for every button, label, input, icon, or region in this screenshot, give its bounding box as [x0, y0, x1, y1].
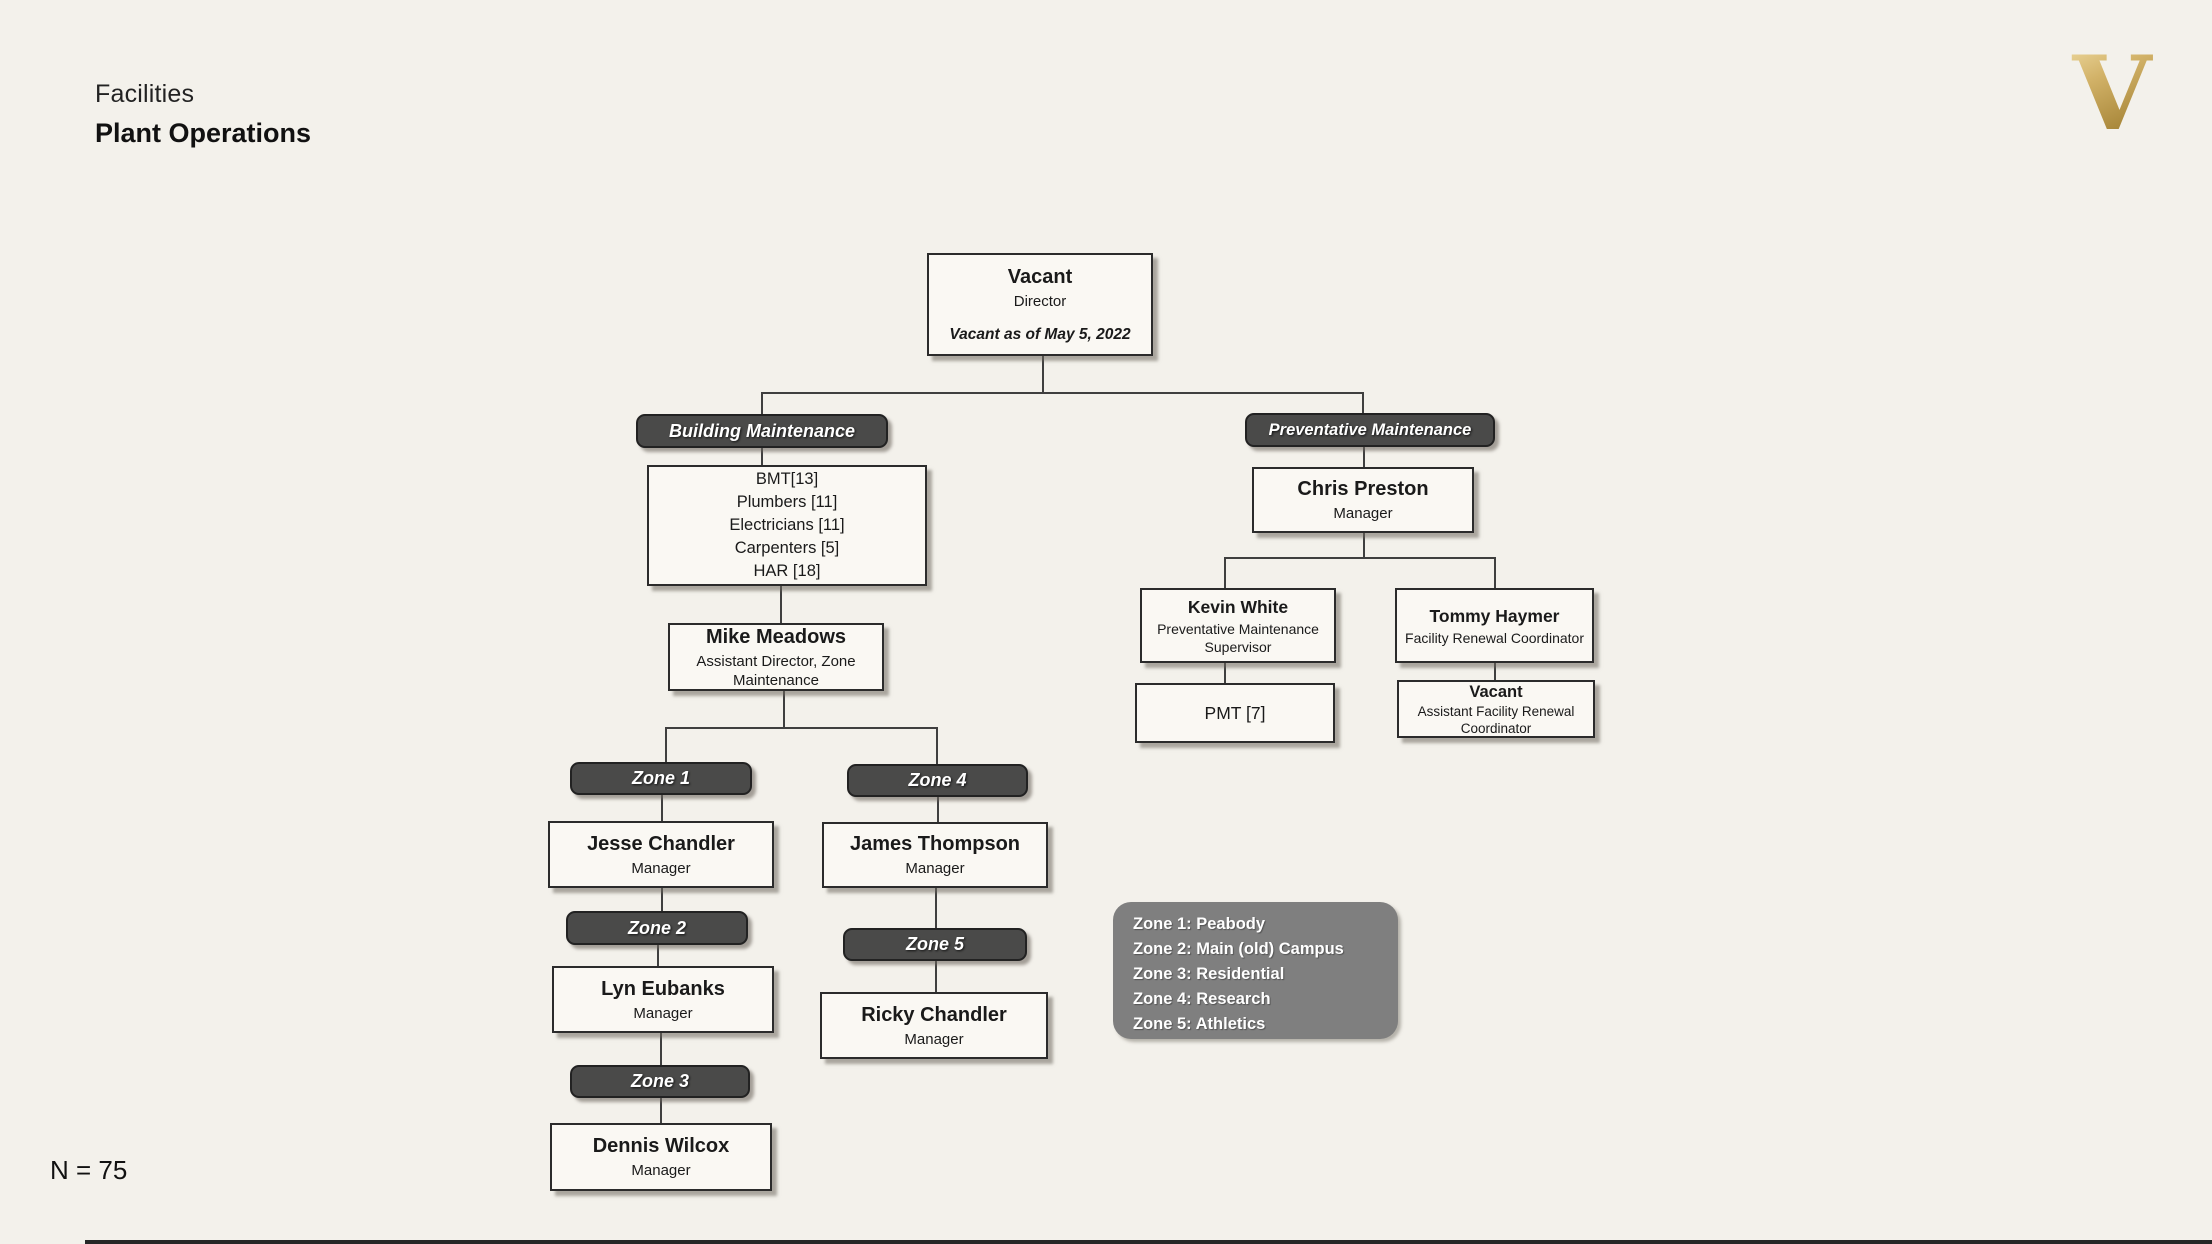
director-node: Vacant Director Vacant as of May 5, 2022 — [927, 253, 1153, 356]
zone-legend: Zone 1: Peabody Zone 2: Main (old) Campu… — [1113, 902, 1398, 1039]
zone5-manager-title: Manager — [904, 1030, 964, 1048]
department-title: Facilities — [95, 80, 195, 108]
connector-line — [665, 727, 938, 729]
page-title: Plant Operations — [95, 118, 312, 148]
pm-manager-node: Chris Preston Manager — [1252, 467, 1474, 533]
zone5-pill: Zone 5 — [843, 928, 1027, 961]
zone2-manager-name: Lyn Eubanks — [601, 977, 725, 1000]
connector-line — [1224, 662, 1226, 684]
pmt-node: PMT [7] — [1135, 683, 1335, 743]
zone2-manager-title: Manager — [633, 1004, 693, 1022]
vanderbilt-logo-icon: V — [2052, 40, 2172, 150]
connector-line — [660, 1097, 662, 1124]
pm-manager-name: Chris Preston — [1297, 478, 1429, 500]
staff-group-carpenters: Carpenters [5] — [734, 539, 840, 557]
branch-label: Preventative Maintenance — [1268, 420, 1472, 439]
connector-line — [761, 392, 1364, 394]
zone3-manager-node: Dennis Wilcox Manager — [550, 1123, 772, 1191]
branch-pill-building-maintenance: Building Maintenance — [636, 414, 888, 448]
zone1-pill: Zone 1 — [570, 762, 752, 795]
connector-line — [761, 447, 763, 466]
legend-zone4: Zone 4: Research — [1133, 990, 1271, 1008]
legend-zone5: Zone 5: Athletics — [1133, 1015, 1266, 1033]
zone3-manager-title: Manager — [631, 1162, 691, 1179]
connector-line — [665, 727, 667, 763]
zone1-manager-node: Jesse Chandler Manager — [548, 821, 774, 888]
connector-line — [1494, 557, 1496, 589]
pmt-label: PMT [7] — [1204, 702, 1266, 723]
zone3-manager-name: Dennis Wilcox — [592, 1135, 730, 1157]
legend-zone2: Zone 2: Main (old) Campus — [1133, 940, 1344, 958]
assistant-renewal-coordinator-title: Assistant Facility Renewal Coordinator — [1417, 703, 1575, 736]
connector-line — [661, 887, 663, 912]
staff-group-electricians: Electricians [11] — [729, 516, 845, 534]
pm-supervisor-name: Kevin White — [1187, 596, 1289, 617]
zone4-manager-name: James Thompson — [849, 833, 1021, 855]
connector-line — [761, 392, 763, 415]
staff-group-plumbers: Plumbers [11] — [736, 493, 838, 511]
assistant-renewal-coordinator-node: Vacant Assistant Facility Renewal Coordi… — [1397, 680, 1595, 738]
zone1-label: Zone 1 — [631, 768, 690, 788]
staff-group-bmt: BMT[13] — [755, 470, 819, 488]
director-title: Director — [1013, 293, 1067, 310]
zone5-label: Zone 5 — [905, 934, 964, 954]
connector-line — [1363, 446, 1365, 468]
director-name: Vacant — [1007, 266, 1073, 288]
connector-line — [935, 888, 937, 929]
connector-line — [1042, 355, 1044, 393]
assistant-renewal-coordinator-name: Vacant — [1469, 682, 1523, 701]
headcount-label: N = 75 — [50, 1155, 128, 1185]
zone5-manager-node: Ricky Chandler Manager — [820, 992, 1048, 1059]
assistant-director-node: Mike Meadows Assistant Director, Zone Ma… — [668, 623, 884, 691]
staff-group-har: HAR [18] — [753, 562, 821, 580]
connector-line — [1363, 533, 1365, 559]
connector-line — [1494, 662, 1496, 681]
connector-line — [780, 585, 782, 624]
assistant-director-name: Mike Meadows — [705, 625, 847, 648]
zone2-pill: Zone 2 — [566, 911, 748, 945]
connector-line — [935, 960, 937, 993]
bottom-edge-strip — [85, 1240, 2212, 1244]
zone1-manager-title: Manager — [631, 859, 691, 877]
connector-line — [1224, 557, 1226, 589]
director-vacancy-note: Vacant as of May 5, 2022 — [949, 326, 1131, 343]
connector-line — [936, 727, 938, 765]
legend-zone3: Zone 3: Residential — [1133, 965, 1285, 983]
connector-line — [1362, 392, 1364, 414]
zone4-label: Zone 4 — [908, 770, 967, 790]
zone4-manager-node: James Thompson Manager — [822, 822, 1048, 888]
zone2-label: Zone 2 — [627, 917, 686, 938]
facility-renewal-coordinator-name: Tommy Haymer — [1429, 605, 1560, 626]
branch-pill-preventative-maintenance: Preventative Maintenance — [1245, 413, 1495, 447]
connector-line — [661, 795, 663, 822]
zone4-manager-title: Manager — [905, 860, 965, 877]
connector-line — [1224, 557, 1496, 559]
zone5-manager-name: Ricky Chandler — [861, 1003, 1007, 1026]
branch-label: Building Maintenance — [668, 420, 855, 441]
pm-manager-title: Manager — [1333, 505, 1393, 522]
connector-line — [783, 690, 785, 729]
zone4-pill: Zone 4 — [847, 764, 1028, 797]
pm-supervisor-title: Preventative Maintenance Supervisor — [1157, 620, 1319, 655]
pm-supervisor-node: Kevin White Preventative Maintenance Sup… — [1140, 588, 1336, 663]
facility-renewal-coordinator-title: Facility Renewal Coordinator — [1405, 629, 1584, 646]
facility-renewal-coordinator-node: Tommy Haymer Facility Renewal Coordinato… — [1395, 588, 1594, 663]
assistant-director-title: Assistant Director, Zone Maintenance — [696, 652, 856, 689]
connector-line — [937, 797, 939, 823]
connector-line — [660, 1032, 662, 1066]
zone3-label: Zone 3 — [630, 1071, 689, 1091]
zone2-manager-node: Lyn Eubanks Manager — [552, 966, 774, 1033]
zone1-manager-name: Jesse Chandler — [587, 832, 735, 855]
legend-zone1: Zone 1: Peabody — [1133, 915, 1266, 933]
zone3-pill: Zone 3 — [570, 1065, 750, 1098]
staff-groups-node: BMT[13] Plumbers [11] Electricians [11] … — [647, 465, 927, 586]
page-title-block: Facilities Plant Operations — [95, 80, 311, 149]
connector-line — [657, 944, 659, 967]
